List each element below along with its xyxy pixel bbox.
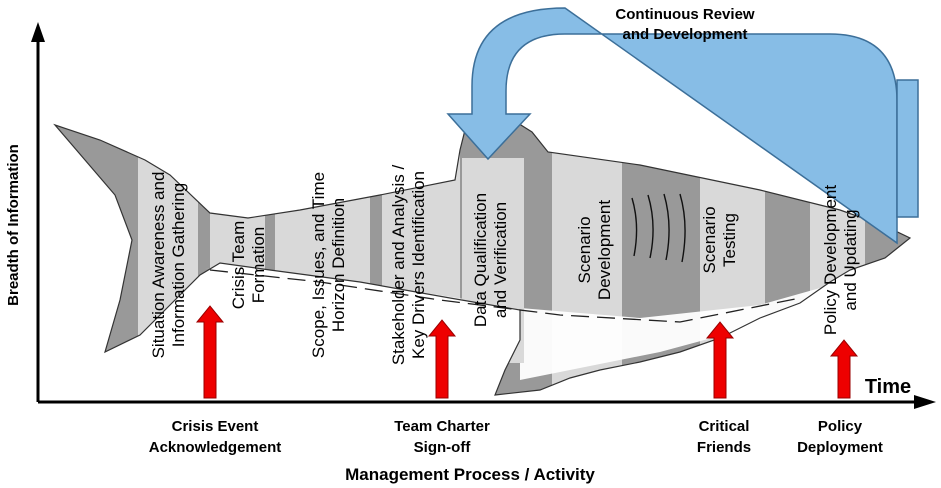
stage-label-line1: Policy Development — [821, 185, 840, 336]
review-label-line2: and Development — [622, 26, 747, 43]
stage-label-line2: Horizon Definition — [329, 198, 348, 332]
stage-label-line1: Data Qualification — [471, 193, 490, 327]
stage-policy-development: Policy Development and Updating — [821, 185, 860, 336]
stage-label-line1: Stakeholder and Analysis / — [389, 165, 408, 366]
stage-label-line2: Key Drivers Identification — [409, 171, 428, 359]
review-loop-arrow — [446, 7, 919, 245]
stage-label-line2: Formation — [249, 227, 268, 304]
stage-label-line2: Information Gathering — [169, 183, 188, 347]
event-label-line1: Critical — [699, 418, 750, 435]
stage-label-line1: Scenario — [700, 206, 719, 273]
stage-crisis-team-formation: Crisis Team Formation — [229, 221, 268, 309]
event-label-line1: Policy — [818, 418, 863, 435]
milestone-labels: Crisis Event Acknowledgement Team Charte… — [149, 418, 883, 456]
stage-data-qualification: Data Qualification and Verification — [471, 193, 510, 327]
stage-label-line1: Scope, Issues, and Time — [309, 172, 328, 358]
stage-label-line2: Development — [595, 200, 614, 300]
stage-label-line1: Situation Awareness and — [149, 172, 168, 359]
stage-scenario-testing: Scenario Testing — [700, 206, 739, 273]
stage-scope-issues-time: Scope, Issues, and Time Horizon Definiti… — [309, 172, 348, 358]
event-label-line1: Team Charter — [394, 418, 490, 435]
milestone-arrow — [427, 319, 457, 399]
stage-label-line2: and Updating — [841, 209, 860, 310]
x-axis-label: Management Process / Activity — [345, 465, 595, 484]
time-axis-label: Time — [865, 376, 911, 398]
stage-label-line2: Testing — [720, 213, 739, 267]
milestone-arrow — [705, 321, 735, 399]
milestone-arrow — [829, 339, 859, 399]
stage-label-line1: Crisis Team — [229, 221, 248, 309]
stage-situation-awareness: Situation Awareness and Information Gath… — [149, 172, 188, 359]
review-label-line1: Continuous Review — [615, 6, 755, 23]
stage-label-line1: Scenario — [575, 216, 594, 283]
stage-label-line2: and Verification — [491, 202, 510, 318]
y-axis-label: Breadth of Information — [5, 144, 22, 306]
milestone-arrow — [195, 305, 225, 399]
stage-stakeholder-analysis: Stakeholder and Analysis / Key Drivers I… — [389, 165, 428, 366]
event-label-line1: Crisis Event — [172, 418, 259, 435]
event-label-line2: Sign-off — [414, 439, 472, 456]
event-label-line2: Deployment — [797, 439, 883, 456]
axes — [31, 22, 936, 409]
milestone-arrows — [195, 305, 859, 399]
event-label-line2: Friends — [697, 439, 751, 456]
stage-scenario-development: Scenario Development — [575, 200, 614, 300]
stage-labels: Situation Awareness and Information Gath… — [149, 165, 860, 366]
event-label-line2: Acknowledgement — [149, 439, 282, 456]
